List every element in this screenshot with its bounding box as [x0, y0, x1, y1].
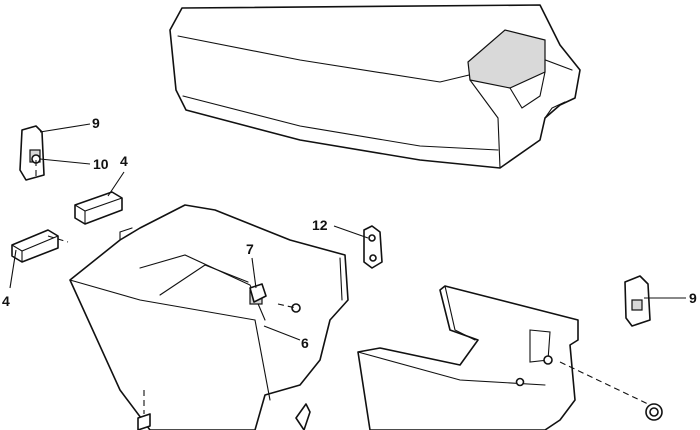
- callout-12: 12: [312, 217, 328, 233]
- callout-4-upper: 4: [120, 153, 128, 169]
- callout-10: 10: [93, 156, 109, 172]
- dashed-leader-4-lower: [47, 235, 69, 243]
- screw-part-6: [291, 303, 301, 313]
- left-lower-cover: [69, 204, 349, 430]
- dashed-leader-knob: [559, 361, 649, 405]
- right-lower-cover: [357, 285, 579, 430]
- callout-9-top: 9: [92, 115, 100, 131]
- leader-9-top: [39, 123, 91, 133]
- bottom-screw-left: [137, 413, 151, 430]
- bracket-part-12: [363, 225, 383, 269]
- callout-7: 7: [246, 241, 254, 257]
- latch-part-9-right: [624, 275, 651, 327]
- clip-part-7: [249, 283, 267, 303]
- leader-12: [333, 225, 369, 239]
- top-cover: [169, 4, 581, 169]
- block-part-4-lower: [11, 229, 59, 263]
- latch-part-9-left: [19, 125, 45, 181]
- callout-9-right: 9: [689, 290, 697, 306]
- bottom-knob-right: [645, 403, 663, 421]
- leader-6: [263, 325, 301, 341]
- leader-10: [39, 158, 91, 165]
- callout-6: 6: [301, 335, 309, 351]
- bottom-clip-center: [295, 403, 311, 430]
- leader-4-upper: [107, 171, 125, 197]
- callout-4-lower: 4: [2, 293, 10, 309]
- dashed-leader-6: [277, 303, 297, 309]
- block-part-4-upper: [74, 191, 123, 225]
- leader-7: [251, 257, 257, 289]
- leader-4-lower: [9, 249, 17, 289]
